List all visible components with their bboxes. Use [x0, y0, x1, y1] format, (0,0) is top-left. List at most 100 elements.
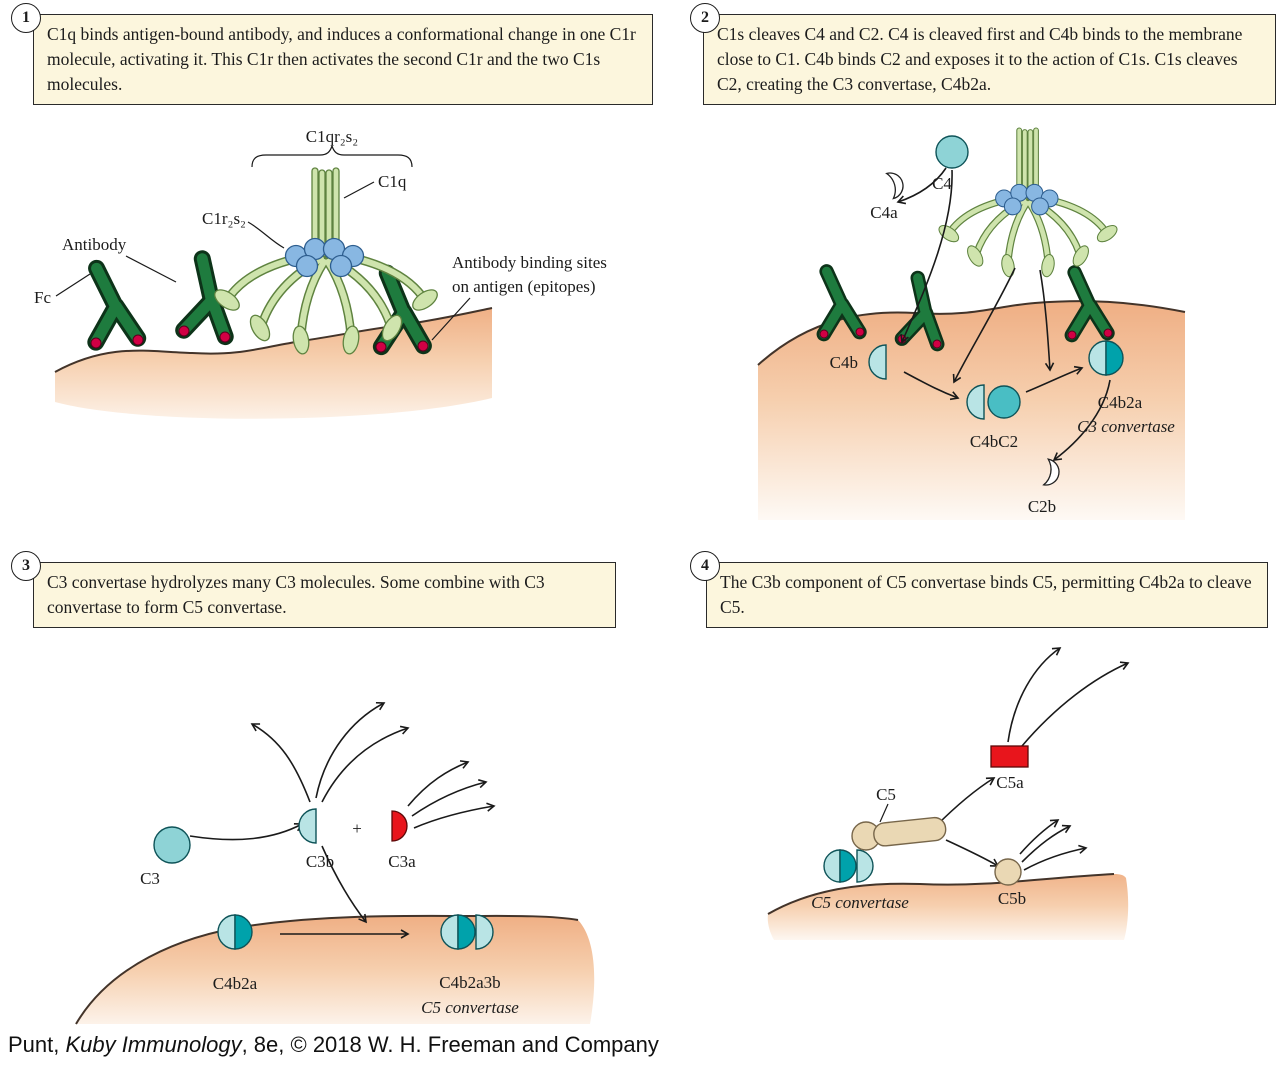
c2b-label: C2b [1028, 497, 1056, 516]
c3-molecule [153, 826, 191, 864]
c4-molecule [935, 135, 969, 169]
epitope-dots [90, 325, 429, 353]
arrow-c5b-fan-2 [1021, 824, 1072, 863]
c2b-molecule [1042, 458, 1060, 486]
arrow-c3b-fan-right [321, 725, 410, 803]
panel-4-diagram: C5 convertase C5 C5a C5b [767, 647, 1130, 940]
panel-3-description: C3 convertase hydrolyzes many C3 molecul… [47, 572, 545, 617]
arrow-c3a-fan-1 [407, 760, 470, 807]
antibody-pointer-line [125, 255, 177, 283]
c1-complex [214, 167, 438, 355]
arrow-c3b-to-membrane [321, 845, 367, 924]
c4b2a-molecule [1088, 340, 1124, 376]
c4a-label: C4a [870, 203, 898, 222]
arrow-to-c2b [1052, 379, 1111, 461]
c5-convertase-label: C5 convertase [421, 998, 519, 1017]
c1r2s2-pointer-line [247, 221, 285, 249]
c4b-label: C4b [830, 353, 858, 372]
step-number-1: 1 [11, 3, 41, 33]
arrow-c3b-fan-up [315, 701, 386, 799]
c1q-pointer-line [343, 181, 375, 199]
panel-4-description: The C3b component of C5 convertase binds… [720, 572, 1252, 617]
arrow-c5a-fan-1 [1007, 647, 1062, 743]
panel-2-textbox: C1s cleaves C4 and C2. C4 is cleaved fir… [703, 14, 1276, 105]
arrow-c4-to-c4b [900, 169, 953, 344]
arrow-c5-to-c5a [935, 777, 996, 827]
c5b-label: C5b [998, 889, 1026, 908]
arrow-c5-to-c5b [945, 839, 1000, 867]
step-number-3-text: 3 [22, 557, 30, 574]
reaction-arrows [935, 647, 1130, 871]
reaction-arrows [189, 701, 496, 939]
arrow-c3b-fan-left [250, 723, 311, 803]
step-number-3: 3 [11, 551, 41, 581]
arrow-c4b-to-c4bc2 [903, 371, 960, 401]
c1qr2s2-brace [251, 144, 413, 168]
arrow-c3a-fan-3 [413, 802, 496, 829]
arrow-c1s-left [952, 267, 1016, 384]
caption-book-title: Kuby Immunology [65, 1032, 242, 1057]
step-number-2: 2 [690, 3, 720, 33]
c3-convertase-label: C3 convertase [1077, 417, 1175, 436]
fc-pointer-line [55, 273, 91, 297]
c3a-molecule [391, 810, 408, 842]
c4bc2-label: C4bC2 [970, 432, 1018, 451]
c5a-label: C5a [996, 773, 1024, 792]
complex-label: C1qr₂s₂ [306, 127, 358, 146]
plus-sign: + [352, 819, 362, 838]
step-number-4-text: 4 [701, 557, 709, 574]
caption-post: , 8e, © 2018 W. H. Freeman and Company [241, 1032, 659, 1057]
c4b-molecule [868, 344, 887, 380]
figure-caption: Punt, Kuby Immunology, 8e, © 2018 W. H. … [8, 1032, 659, 1058]
c4b2a3b-label: C4b2a3b [439, 973, 500, 992]
binding-sites-label-2: on antigen (epitopes) [452, 277, 596, 296]
step-number-4: 4 [690, 551, 720, 581]
arrow-c5b-fan-3 [1023, 844, 1088, 871]
panel-1: 1 C1q binds antigen-bound antibody, and … [0, 0, 660, 545]
panel-3-diagram: C3 C3b + C3a C4b2a C4b2a3b C5 convertase [75, 701, 595, 1025]
c4a-molecule [885, 172, 904, 200]
panel-3-textbox: C3 convertase hydrolyzes many C3 molecul… [33, 562, 616, 628]
caption-pre: Punt, [8, 1032, 66, 1057]
arrow-c4-to-c4a [896, 167, 947, 205]
binding-sites-pointer-line [431, 297, 471, 341]
membrane [767, 874, 1129, 940]
arrow-c4bc2-to-c4b2a [1025, 365, 1084, 393]
step-number-1-text: 1 [22, 9, 30, 26]
c1-complex [938, 127, 1118, 278]
c3-label: C3 [140, 869, 160, 888]
panel-1-diagram: C1qr₂s₂ C1q C1r₂s₂ Antibody Fc Antibody … [34, 127, 607, 419]
c3b-label: C3b [306, 852, 334, 871]
panel-4-textbox: The C3b component of C5 convertase binds… [706, 562, 1268, 628]
panel-2-diagram: C4 C4a C4b C4bC2 C4b2a C3 convertase C2b [757, 127, 1186, 520]
c5-label: C5 [876, 785, 896, 804]
c4b2a-label: C4b2a [1098, 393, 1143, 412]
c4b2a3b-molecule [440, 914, 494, 950]
c4bc2-molecule [966, 384, 1021, 420]
panel-3: 3 C3 convertase hydrolyzes many C3 molec… [0, 548, 660, 1032]
arrow-c1s-right [1039, 269, 1055, 372]
c3a-label: C3a [388, 852, 416, 871]
c3b-molecule [298, 808, 317, 844]
panel-2: 2 C1s cleaves C4 and C2. C4 is cleaved f… [690, 0, 1280, 545]
binding-sites-label-1: Antibody binding sites [452, 253, 607, 272]
c1r2s2-label: C1r₂s₂ [202, 209, 246, 228]
panel-1-description: C1q binds antigen-bound antibody, and in… [47, 24, 636, 94]
arrow-c3a-fan-2 [411, 779, 488, 817]
arrow-c5a-fan-2 [1021, 661, 1130, 747]
antibody-label: Antibody [62, 235, 127, 254]
membrane-edge [767, 873, 1115, 915]
c4b2a-label: C4b2a [213, 974, 258, 993]
c5-convertase-molecule [823, 849, 874, 883]
panel-1-textbox: C1q binds antigen-bound antibody, and in… [33, 14, 653, 105]
c4b2a-molecule [217, 914, 253, 950]
c1q-label: C1q [378, 172, 407, 191]
arrow-c3-to-c3b [189, 822, 304, 841]
reaction-arrows [896, 167, 1111, 461]
c5-convertase-label: C5 convertase [811, 893, 909, 912]
c5-pointer-line [879, 803, 889, 823]
panel-2-description: C1s cleaves C4 and C2. C4 is cleaved fir… [717, 24, 1243, 94]
arrow-c5b-fan-1 [1019, 819, 1060, 855]
c5b-molecule [994, 858, 1022, 886]
